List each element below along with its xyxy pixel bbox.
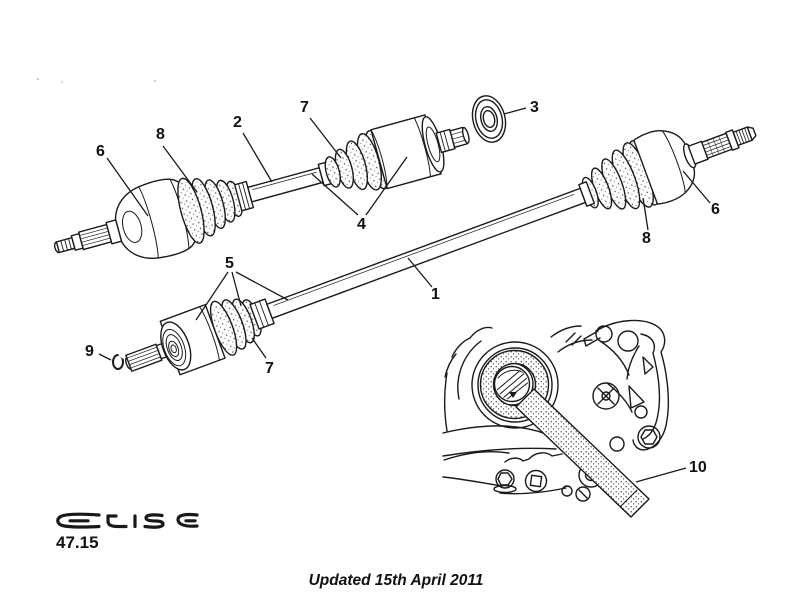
stub-axle-left [53, 219, 123, 254]
oil-seal [471, 341, 559, 429]
section-number: 47.15 [56, 533, 99, 552]
callout-label: 5 [225, 255, 234, 272]
lower-driveshaft [125, 126, 757, 376]
splined-end-upper [435, 126, 470, 154]
callout-4: 4 [311, 156, 408, 233]
inset-gearbox-view [442, 319, 670, 518]
callout-label: 2 [233, 114, 242, 131]
callout-label: 7 [300, 99, 309, 116]
callout-label: 1 [431, 286, 440, 303]
callout-7-bottom: 7 [251, 337, 274, 377]
axle-shaft-upper [247, 167, 324, 203]
cv-boot-inner-lower [209, 298, 275, 356]
gearbox-case [442, 319, 670, 502]
circlip [112, 353, 125, 370]
cv-boot-outer-left [177, 177, 255, 244]
callout-label: 6 [96, 143, 105, 160]
axle-shaft-lower [266, 187, 587, 319]
callout-1: 1 [407, 257, 440, 303]
seal-removal-tool [479, 349, 650, 518]
callout-6-right: 6 [682, 170, 720, 218]
callout-9: 9 [85, 343, 112, 361]
callout-8-right: 8 [642, 197, 651, 247]
cv-joint-inner-lower [159, 303, 226, 376]
scan-specks [37, 78, 156, 83]
callout-label: 6 [711, 201, 720, 218]
callout-label: 3 [530, 99, 539, 116]
callout-label: 8 [642, 230, 651, 247]
callout-6-left: 6 [96, 143, 149, 217]
cv-boot-outer-right [578, 140, 659, 210]
splined-end-right [687, 126, 757, 165]
callout-label: 4 [357, 216, 366, 233]
callout-5: 5 [195, 255, 289, 321]
cv-joint-inner-upper [370, 114, 445, 190]
updated-note: Updated 15th April 2011 [309, 572, 484, 589]
callout-7-top: 7 [300, 99, 342, 159]
callout-label: 10 [689, 459, 707, 476]
thrust-washer [471, 95, 507, 143]
callout-label: 9 [85, 343, 94, 360]
elise-logo [56, 512, 199, 529]
callout-8-left: 8 [156, 126, 198, 193]
callout-label: 8 [156, 126, 165, 143]
callout-10: 10 [635, 459, 707, 483]
callout-2: 2 [233, 114, 273, 183]
callout-3: 3 [503, 99, 539, 116]
callout-label: 7 [265, 360, 274, 377]
